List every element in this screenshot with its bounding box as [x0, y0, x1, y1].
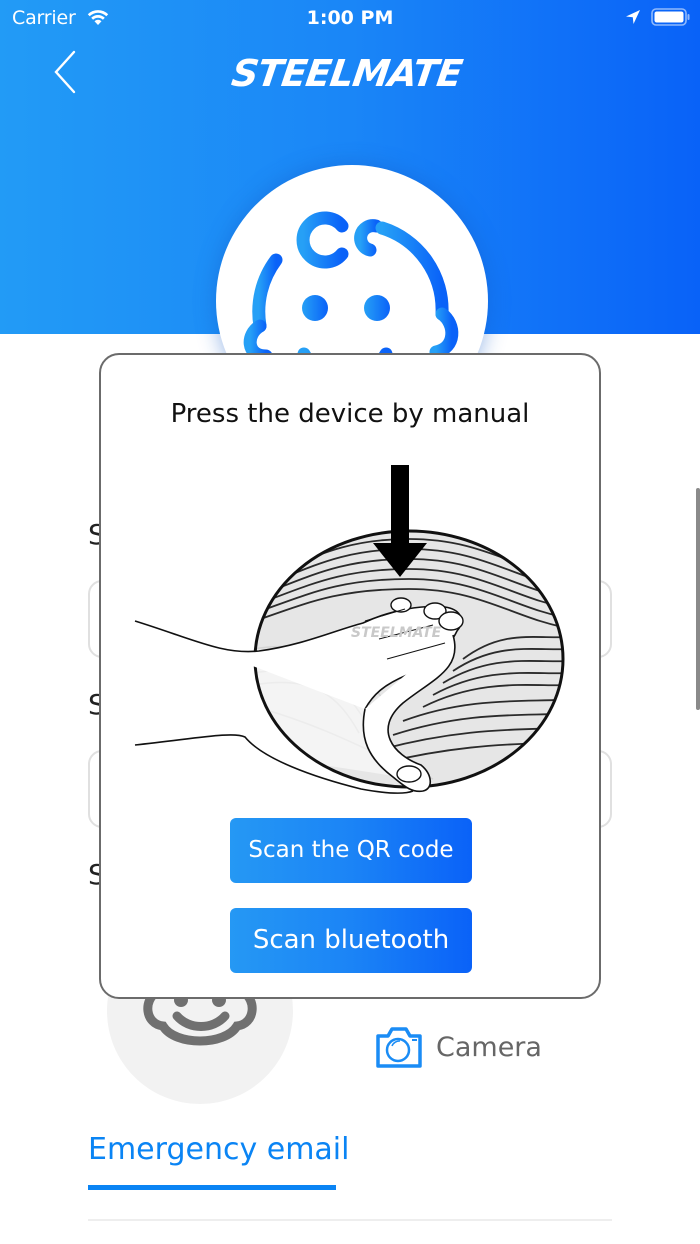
- steelmate-logo: STEELMATE: [229, 51, 465, 94]
- press-device-illustration: STEELMATE: [134, 465, 565, 794]
- clock: 1:00 PM: [306, 7, 394, 29]
- svg-text:STEELMATE: STEELMATE: [229, 51, 465, 94]
- camera-button[interactable]: Camera: [374, 1024, 542, 1070]
- camera-icon: [376, 1027, 422, 1068]
- tab-active-indicator: [88, 1185, 336, 1190]
- tab-emergency-email[interactable]: Emergency email: [88, 1132, 350, 1167]
- location-arrow-icon: [626, 10, 640, 24]
- divider: [88, 1219, 612, 1221]
- status-bar: Carrier 1:00 PM: [0, 0, 700, 36]
- wifi-icon: [87, 10, 109, 25]
- pairing-dialog: Press the device by manual: [99, 353, 601, 999]
- battery-full-icon: [651, 8, 690, 26]
- carrier-label: Carrier: [12, 7, 76, 29]
- camera-label: Camera: [436, 1031, 542, 1063]
- scan-bluetooth-button[interactable]: Scan bluetooth: [230, 908, 472, 973]
- back-chevron-icon[interactable]: [48, 48, 82, 96]
- dialog-title: Press the device by manual: [170, 399, 530, 429]
- svg-text:STEELMATE: STEELMATE: [351, 625, 442, 641]
- scrollbar[interactable]: [696, 488, 700, 710]
- scan-qr-code-button[interactable]: Scan the QR code: [230, 818, 472, 883]
